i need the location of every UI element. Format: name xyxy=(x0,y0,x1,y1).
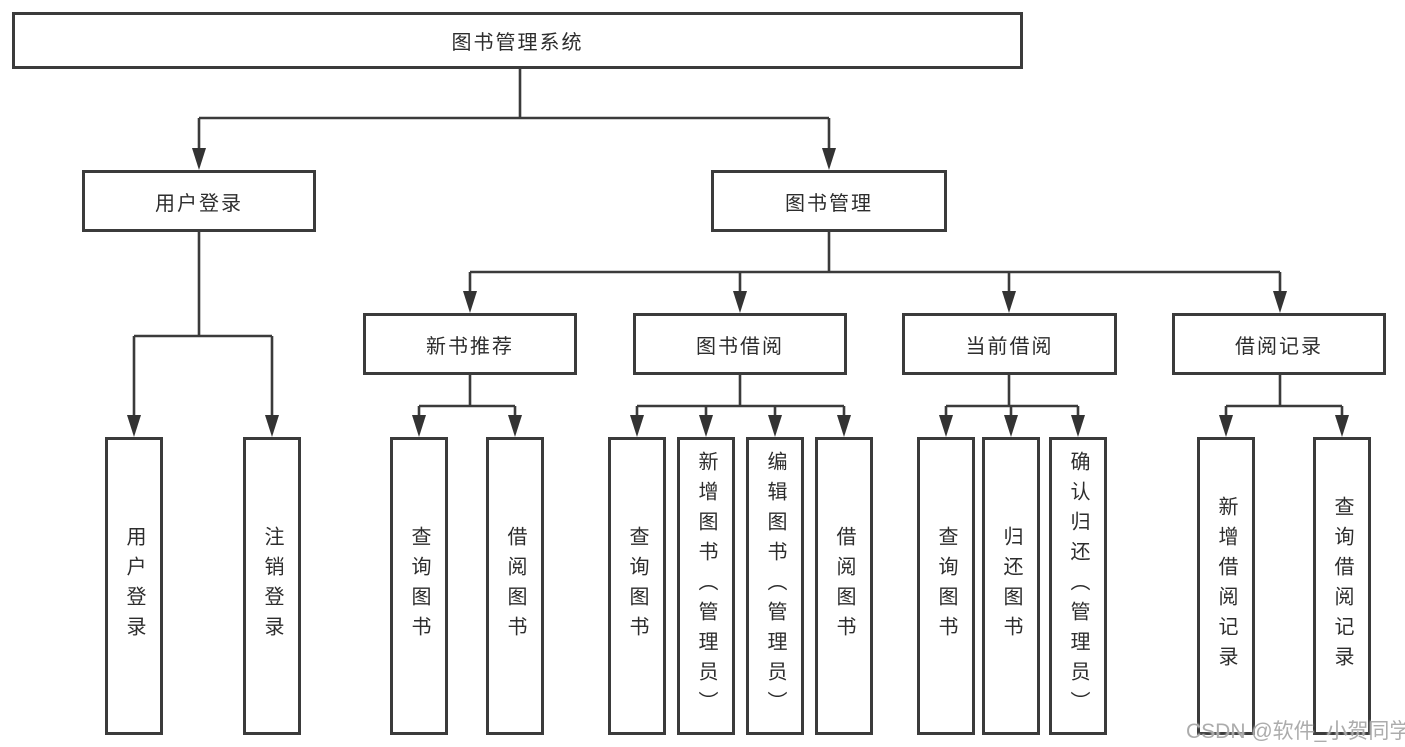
node-current-borrow: 当前借阅 xyxy=(902,313,1117,375)
leaf-query-books-borrow: 查询图书 xyxy=(608,437,666,735)
leaf-label: 借阅图书 xyxy=(504,526,526,646)
node-borrow-records: 借阅记录 xyxy=(1172,313,1386,375)
node-label: 当前借阅 xyxy=(965,335,1054,358)
node-root-label: 图书管理系统 xyxy=(451,32,584,54)
node-root-system: 图书管理系统 xyxy=(12,12,1023,69)
node-label: 用户登录 xyxy=(155,192,243,215)
leaf-logout: 注销登录 xyxy=(243,437,301,735)
leaf-label: 新增借阅记录 xyxy=(1215,496,1237,676)
leaf-borrow-books-recommend: 借阅图书 xyxy=(486,437,544,735)
leaf-label: 查询图书 xyxy=(626,526,648,646)
node-book-management-branch: 图书管理 xyxy=(711,170,947,232)
leaf-label: 确认归还（管理员） xyxy=(1067,451,1089,721)
leaf-label: 查询图书 xyxy=(408,526,430,646)
node-book-borrow: 图书借阅 xyxy=(633,313,847,375)
node-user-login-branch: 用户登录 xyxy=(82,170,316,232)
leaf-confirm-return-admin: 确认归还（管理员） xyxy=(1049,437,1107,735)
leaf-edit-books-admin: 编辑图书（管理员） xyxy=(746,437,804,735)
leaf-query-books-current: 查询图书 xyxy=(917,437,975,735)
leaf-add-borrow-record: 新增借阅记录 xyxy=(1197,437,1255,735)
node-label: 借阅记录 xyxy=(1235,335,1323,358)
leaf-query-borrow-record: 查询借阅记录 xyxy=(1313,437,1371,735)
leaf-return-books: 归还图书 xyxy=(982,437,1040,735)
leaf-label: 用户登录 xyxy=(123,526,145,646)
node-new-book-recommend: 新书推荐 xyxy=(363,313,577,375)
leaf-label: 新增图书（管理员） xyxy=(695,451,717,721)
leaf-add-books-admin: 新增图书（管理员） xyxy=(677,437,735,735)
leaf-label: 归还图书 xyxy=(1000,526,1022,646)
node-label: 图书借阅 xyxy=(696,335,784,358)
node-label: 图书管理 xyxy=(785,192,873,215)
leaf-label: 编辑图书（管理员） xyxy=(764,451,786,721)
csdn-watermark: CSDN @软件_小贺同学 xyxy=(1186,720,1405,743)
node-label: 新书推荐 xyxy=(426,335,514,358)
leaf-query-books-recommend: 查询图书 xyxy=(390,437,448,735)
leaf-label: 注销登录 xyxy=(261,526,283,646)
leaf-label: 查询借阅记录 xyxy=(1331,496,1353,676)
leaf-borrow-books: 借阅图书 xyxy=(815,437,873,735)
leaf-label: 查询图书 xyxy=(935,526,957,646)
leaf-user-login: 用户登录 xyxy=(105,437,163,735)
leaf-label: 借阅图书 xyxy=(833,526,855,646)
